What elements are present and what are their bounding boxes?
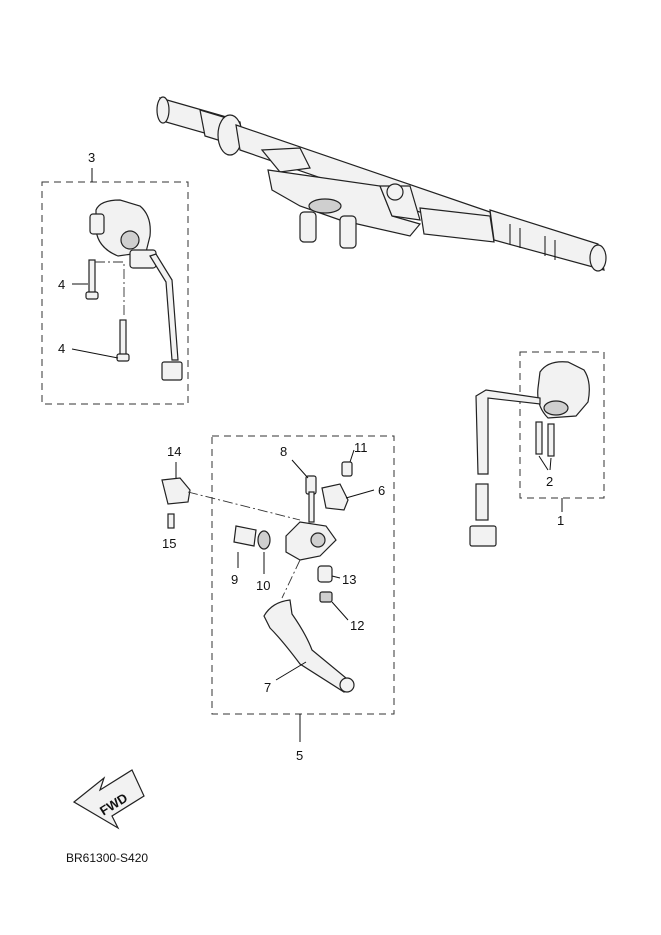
- callout-11: 11: [354, 440, 368, 455]
- callout-6: 6: [378, 483, 385, 498]
- left-switch-group: [41, 168, 189, 405]
- callout-4-upper: 4: [58, 277, 65, 292]
- callout-2: 2: [546, 474, 553, 489]
- right-switch-group: [469, 351, 605, 547]
- callout-4-lower: 4: [58, 341, 65, 356]
- callout-8: 8: [280, 444, 287, 459]
- callout-12: 12: [350, 618, 364, 633]
- fwd-arrow-icon: [72, 769, 145, 830]
- callout-5: 5: [296, 748, 303, 763]
- callout-10: 10: [256, 578, 270, 593]
- lever-assembly-group: [211, 435, 395, 742]
- callout-7: 7: [264, 680, 271, 695]
- holder-and-screw: [161, 462, 301, 529]
- handlebar-assembly: [156, 96, 607, 272]
- callout-13: 13: [342, 572, 356, 587]
- diagram-code: BR61300-S420: [66, 851, 148, 865]
- callout-14: 14: [167, 444, 181, 459]
- callout-3: 3: [88, 150, 95, 165]
- callout-1: 1: [557, 513, 564, 528]
- callout-9: 9: [231, 572, 238, 587]
- callout-15: 15: [162, 536, 176, 551]
